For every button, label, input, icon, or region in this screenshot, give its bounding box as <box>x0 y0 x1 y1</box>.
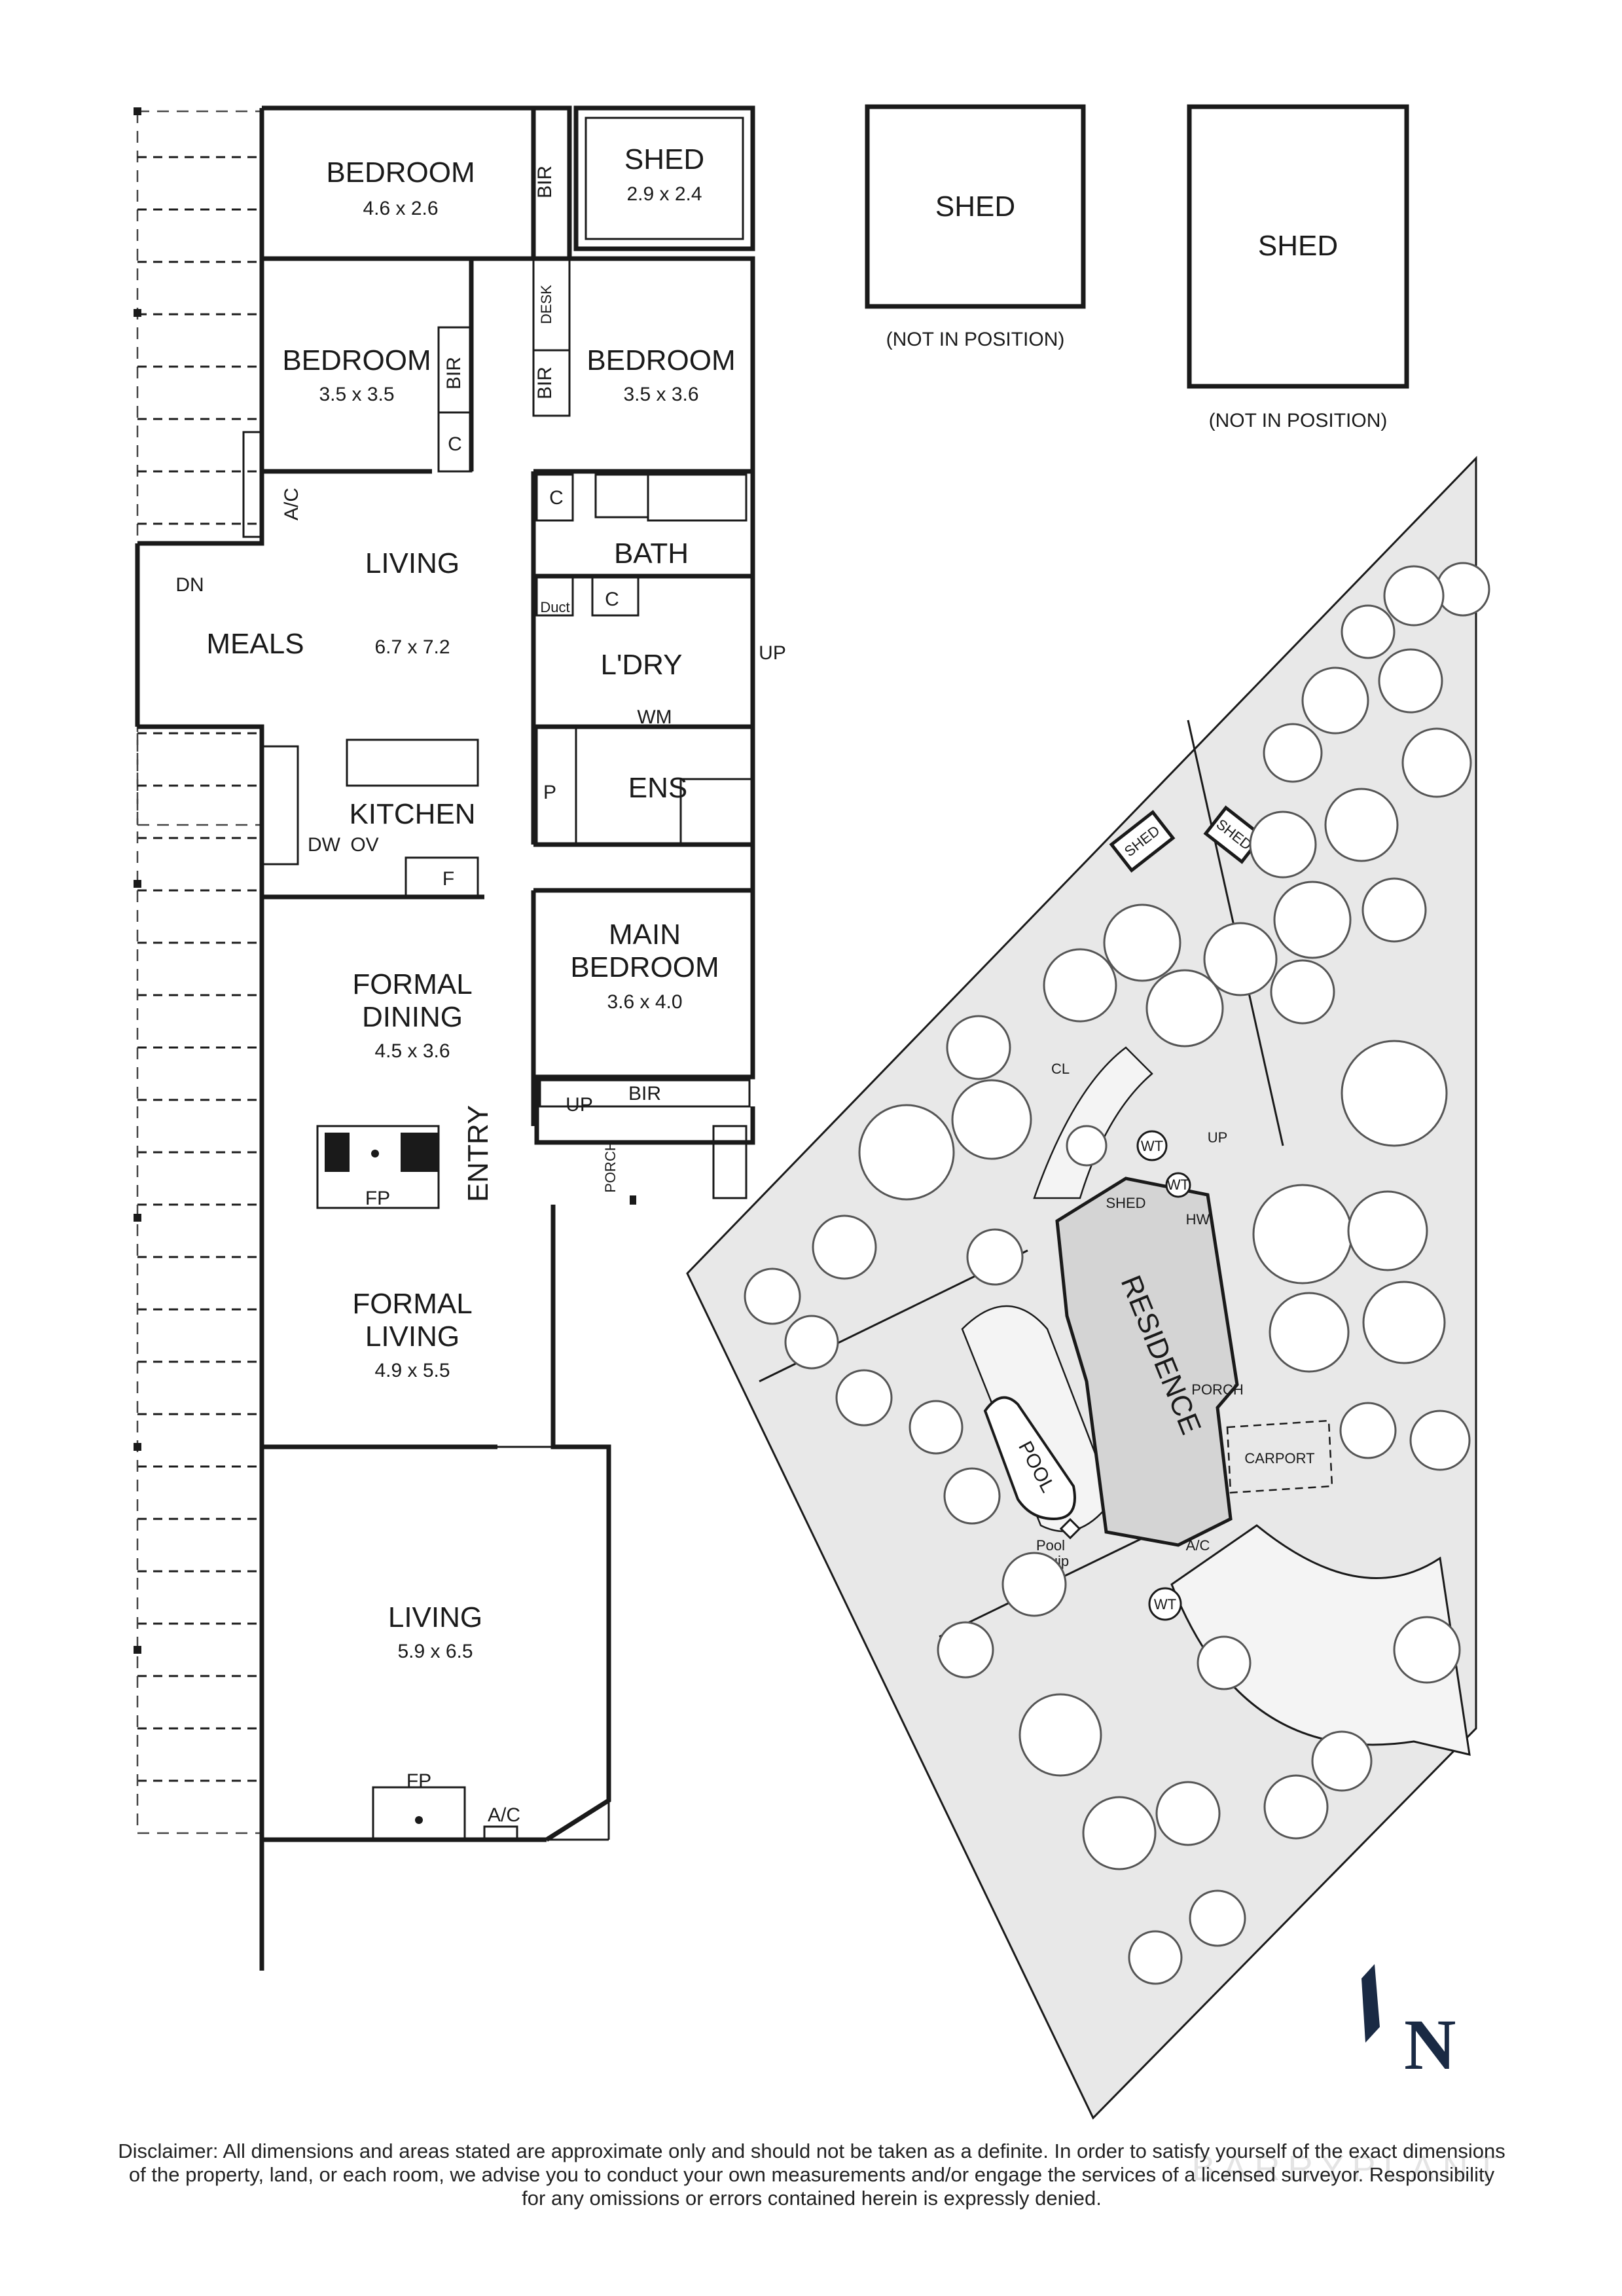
pool-equip-label: Pool <box>1036 1537 1065 1554</box>
disclaimer-line-1: Disclaimer: All dimensions and areas sta… <box>118 2140 1505 2162</box>
formal-living-line1: FORMAL <box>352 1288 472 1320</box>
living-name: LIVING <box>365 547 460 579</box>
wt-label: WT <box>1167 1176 1189 1193</box>
wt-label: WT <box>1141 1138 1163 1154</box>
bath-name: BATH <box>614 538 689 570</box>
ac-label: A/C <box>1186 1537 1210 1554</box>
shed-main-dims: 2.9 x 2.4 <box>626 183 702 205</box>
shed-not-in-position-1: SHED (NOT IN POSITION) <box>865 104 1086 350</box>
disclaimer-line-2: of the property, land, or each room, we … <box>128 2163 1495 2186</box>
living-2-dims: 5.9 x 6.5 <box>397 1641 473 1662</box>
pantry-label: P <box>543 782 556 803</box>
disclaimer-line-3: for any omissions or errors contained he… <box>522 2187 1102 2210</box>
shed-attached <box>573 105 755 251</box>
wt-label: WT <box>1154 1596 1176 1613</box>
bir-label: BIR <box>534 166 556 198</box>
desk-label: DESK <box>538 285 554 324</box>
main-bedroom-line1: MAIN <box>609 919 681 951</box>
site-plan: POOL RESIDENCE CARPORT SHED SHED SHED WT… <box>686 456 1490 2120</box>
living-dims: 6.7 x 7.2 <box>374 636 450 658</box>
internal-details <box>242 107 754 1841</box>
meals-name: MEALS <box>206 628 304 660</box>
up-label: UP <box>1208 1129 1228 1146</box>
fridge-label: F <box>442 868 454 890</box>
living-2-name: LIVING <box>388 1601 482 1633</box>
up-label: UP <box>759 642 786 664</box>
site-shed-label: SHED <box>1106 1195 1145 1211</box>
ensuite-name: ENS <box>628 772 687 804</box>
formal-dining-dims: 4.5 x 3.6 <box>374 1040 450 1062</box>
dn-label: DN <box>175 574 204 596</box>
bedroom-2-dims: 3.5 x 3.5 <box>319 384 394 405</box>
watermark: BARRYPLANT <box>1191 2149 1505 2188</box>
shed-1-note: (NOT IN POSITION) <box>886 329 1065 350</box>
fixture-labels: BIR DESK BIR BIR C A/C C C Duct DN UP WM… <box>175 166 786 1826</box>
bir-label: BIR <box>628 1083 661 1104</box>
cupboard-label: C <box>549 487 564 509</box>
formal-dining-line2: DINING <box>362 1001 463 1033</box>
shed-main-name: SHED <box>624 143 704 175</box>
bedroom-2-name: BEDROOM <box>282 344 431 376</box>
formal-living-dims: 4.9 x 5.5 <box>374 1360 450 1381</box>
bedroom-3-name: BEDROOM <box>586 344 735 376</box>
duct-label: Duct <box>540 599 569 615</box>
up-label: UP <box>566 1094 593 1116</box>
room-labels: BEDROOM 4.6 x 2.6 SHED 2.9 x 2.4 BEDROOM… <box>206 143 735 1662</box>
laundry-name: L'DRY <box>601 649 683 681</box>
north-arrow: N <box>1361 1964 1456 2085</box>
main-bedroom-dims: 3.6 x 4.0 <box>607 991 682 1013</box>
fp-label: FP <box>365 1188 390 1209</box>
cupboard-label: C <box>605 589 619 610</box>
hw-label: HW <box>1186 1211 1210 1228</box>
shed-2-note: (NOT IN POSITION) <box>1209 410 1388 431</box>
formal-dining-line1: FORMAL <box>352 968 472 1000</box>
porch-label: PORCH <box>602 1140 619 1192</box>
ov-label: OV <box>350 834 378 856</box>
cupboard-label: C <box>448 433 462 455</box>
bir-label: BIR <box>534 367 556 399</box>
cl-label: CL <box>1051 1061 1070 1077</box>
carport-label: CARPORT <box>1244 1450 1314 1467</box>
bedroom-1-dims: 4.6 x 2.6 <box>363 198 438 219</box>
main-bedroom-line2: BEDROOM <box>570 951 719 983</box>
ac-label: A/C <box>488 1804 520 1826</box>
dw-label: DW <box>308 834 341 856</box>
deck-area <box>134 107 262 1834</box>
shed-not-in-position-2: SHED (NOT IN POSITION) <box>1187 104 1409 431</box>
shed-1-name: SHED <box>935 191 1015 223</box>
porch-label: PORCH <box>1191 1381 1243 1398</box>
kitchen-name: KITCHEN <box>349 798 475 830</box>
entry-label: ENTRY <box>462 1105 494 1202</box>
wm-label: WM <box>637 706 672 728</box>
shed-2-name: SHED <box>1258 230 1338 262</box>
ac-label: A/C <box>281 488 302 520</box>
formal-living-line2: LIVING <box>365 1321 460 1353</box>
bedroom-1-name: BEDROOM <box>326 156 475 189</box>
disclaimer: Disclaimer: All dimensions and areas sta… <box>72 2140 1551 2210</box>
bir-label: BIR <box>443 357 465 390</box>
north-letter: N <box>1404 2005 1456 2085</box>
bedroom-3-dims: 3.5 x 3.6 <box>623 384 698 405</box>
fp-label: FP <box>406 1770 431 1792</box>
